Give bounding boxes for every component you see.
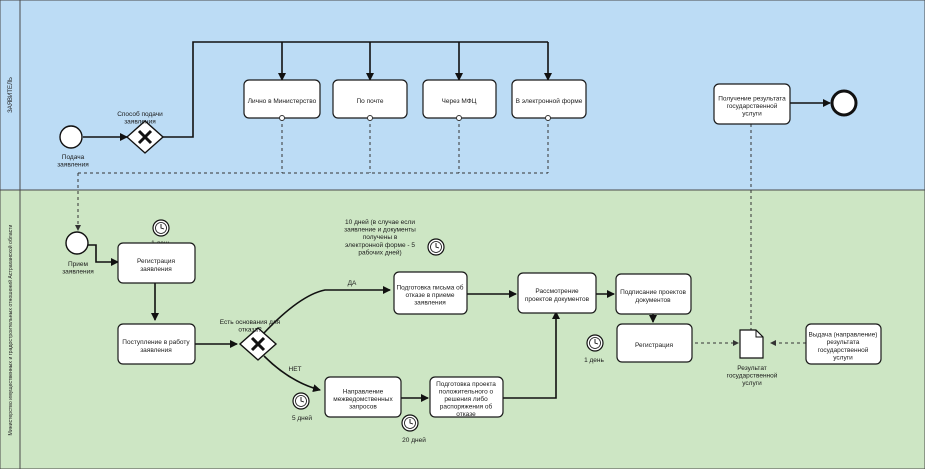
task-ministry[interactable]: Лично в Министерство (243, 79, 321, 121)
task-mfc[interactable]: Через МФЦ (422, 79, 497, 121)
task-post-label: По почте (357, 98, 384, 105)
lane-applicant-label: ЗАЯВИТЕЛЬ (8, 77, 14, 113)
task-electronic[interactable]: В электронной форме (511, 79, 587, 121)
timer-draft-decision-label: 20 дней (402, 436, 426, 444)
timer-draft-decision: 20 дней (401, 414, 426, 444)
gateway-no-label: НЕТ (289, 366, 302, 373)
flows-top (83, 41, 831, 141)
task-register-label: Регистрация (635, 342, 673, 349)
lane-ministry-label: Министерство имущественных и градостроит… (7, 224, 14, 435)
task-register[interactable]: Регистрация (616, 323, 693, 363)
flows-bottom (88, 244, 657, 402)
gateway-yes-label: ДА (348, 280, 357, 287)
task-post[interactable]: По почте (332, 79, 408, 121)
timer-interagency-label: 5 дней (292, 414, 312, 422)
task-mfc-label: Через МФЦ (442, 98, 477, 105)
timer-interagency: 5 дней (292, 392, 312, 422)
timer-register: 1 день (584, 334, 605, 364)
task-ministry-label: Лично в Министерство (248, 98, 317, 105)
timer-register-label: 1 день (584, 357, 604, 364)
task-electronic-label: В электронной форме (516, 97, 583, 105)
end-event (830, 89, 858, 117)
